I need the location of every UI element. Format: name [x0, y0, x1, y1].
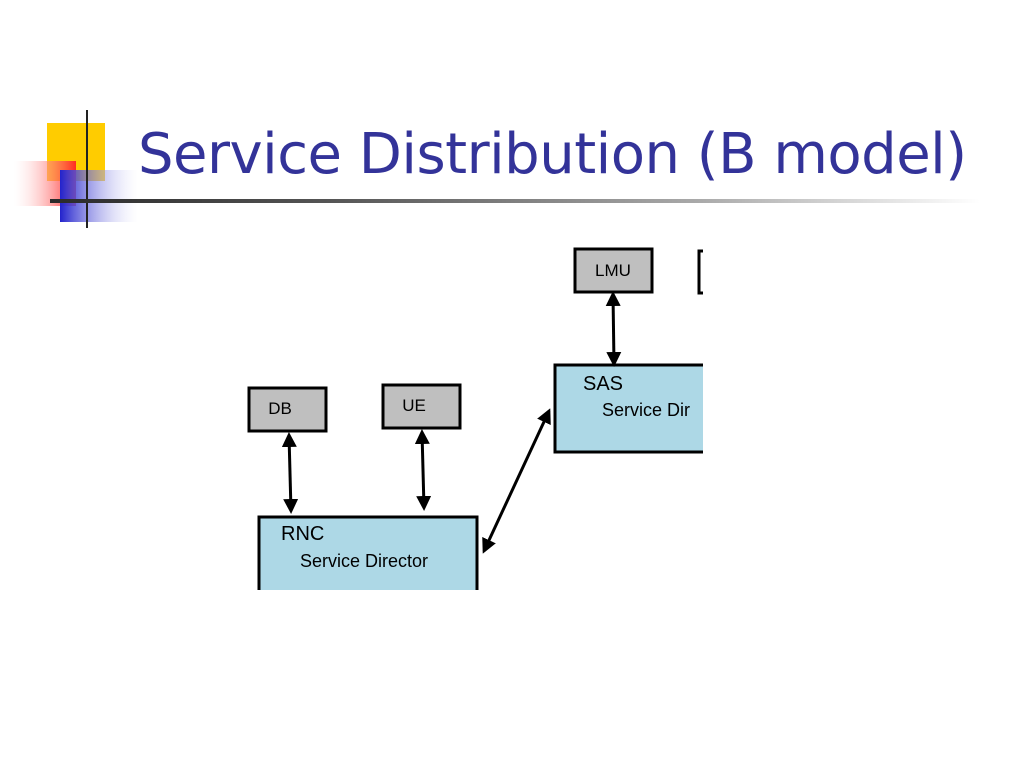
slide-logo-decoration — [14, 110, 138, 228]
title-underline — [50, 199, 980, 203]
ue-label: UE — [402, 396, 426, 415]
slide-title: Service Distribution (B model) — [138, 122, 967, 187]
ue-rnc-arrow — [414, 429, 432, 511]
cropped-node — [697, 249, 703, 295]
sas-label: SAS — [583, 373, 623, 395]
sas-subtitle: Service Dir — [602, 400, 690, 420]
db-label: DB — [268, 399, 292, 418]
db-rnc-arrow — [281, 432, 299, 514]
db-node: DB — [247, 386, 328, 433]
lmu-node: LMU — [573, 247, 654, 294]
ue-node: UE — [381, 383, 462, 430]
rnc-subtitle: Service Director — [300, 551, 428, 571]
rnc-label: RNC — [281, 523, 324, 545]
rnc-sas-arrow — [482, 408, 551, 554]
lmu-label: LMU — [595, 261, 631, 280]
sas-node — [553, 363, 703, 454]
logo-blue-square — [60, 170, 138, 222]
rnc-node — [257, 515, 479, 590]
lmu-sas-arrow — [605, 291, 622, 367]
